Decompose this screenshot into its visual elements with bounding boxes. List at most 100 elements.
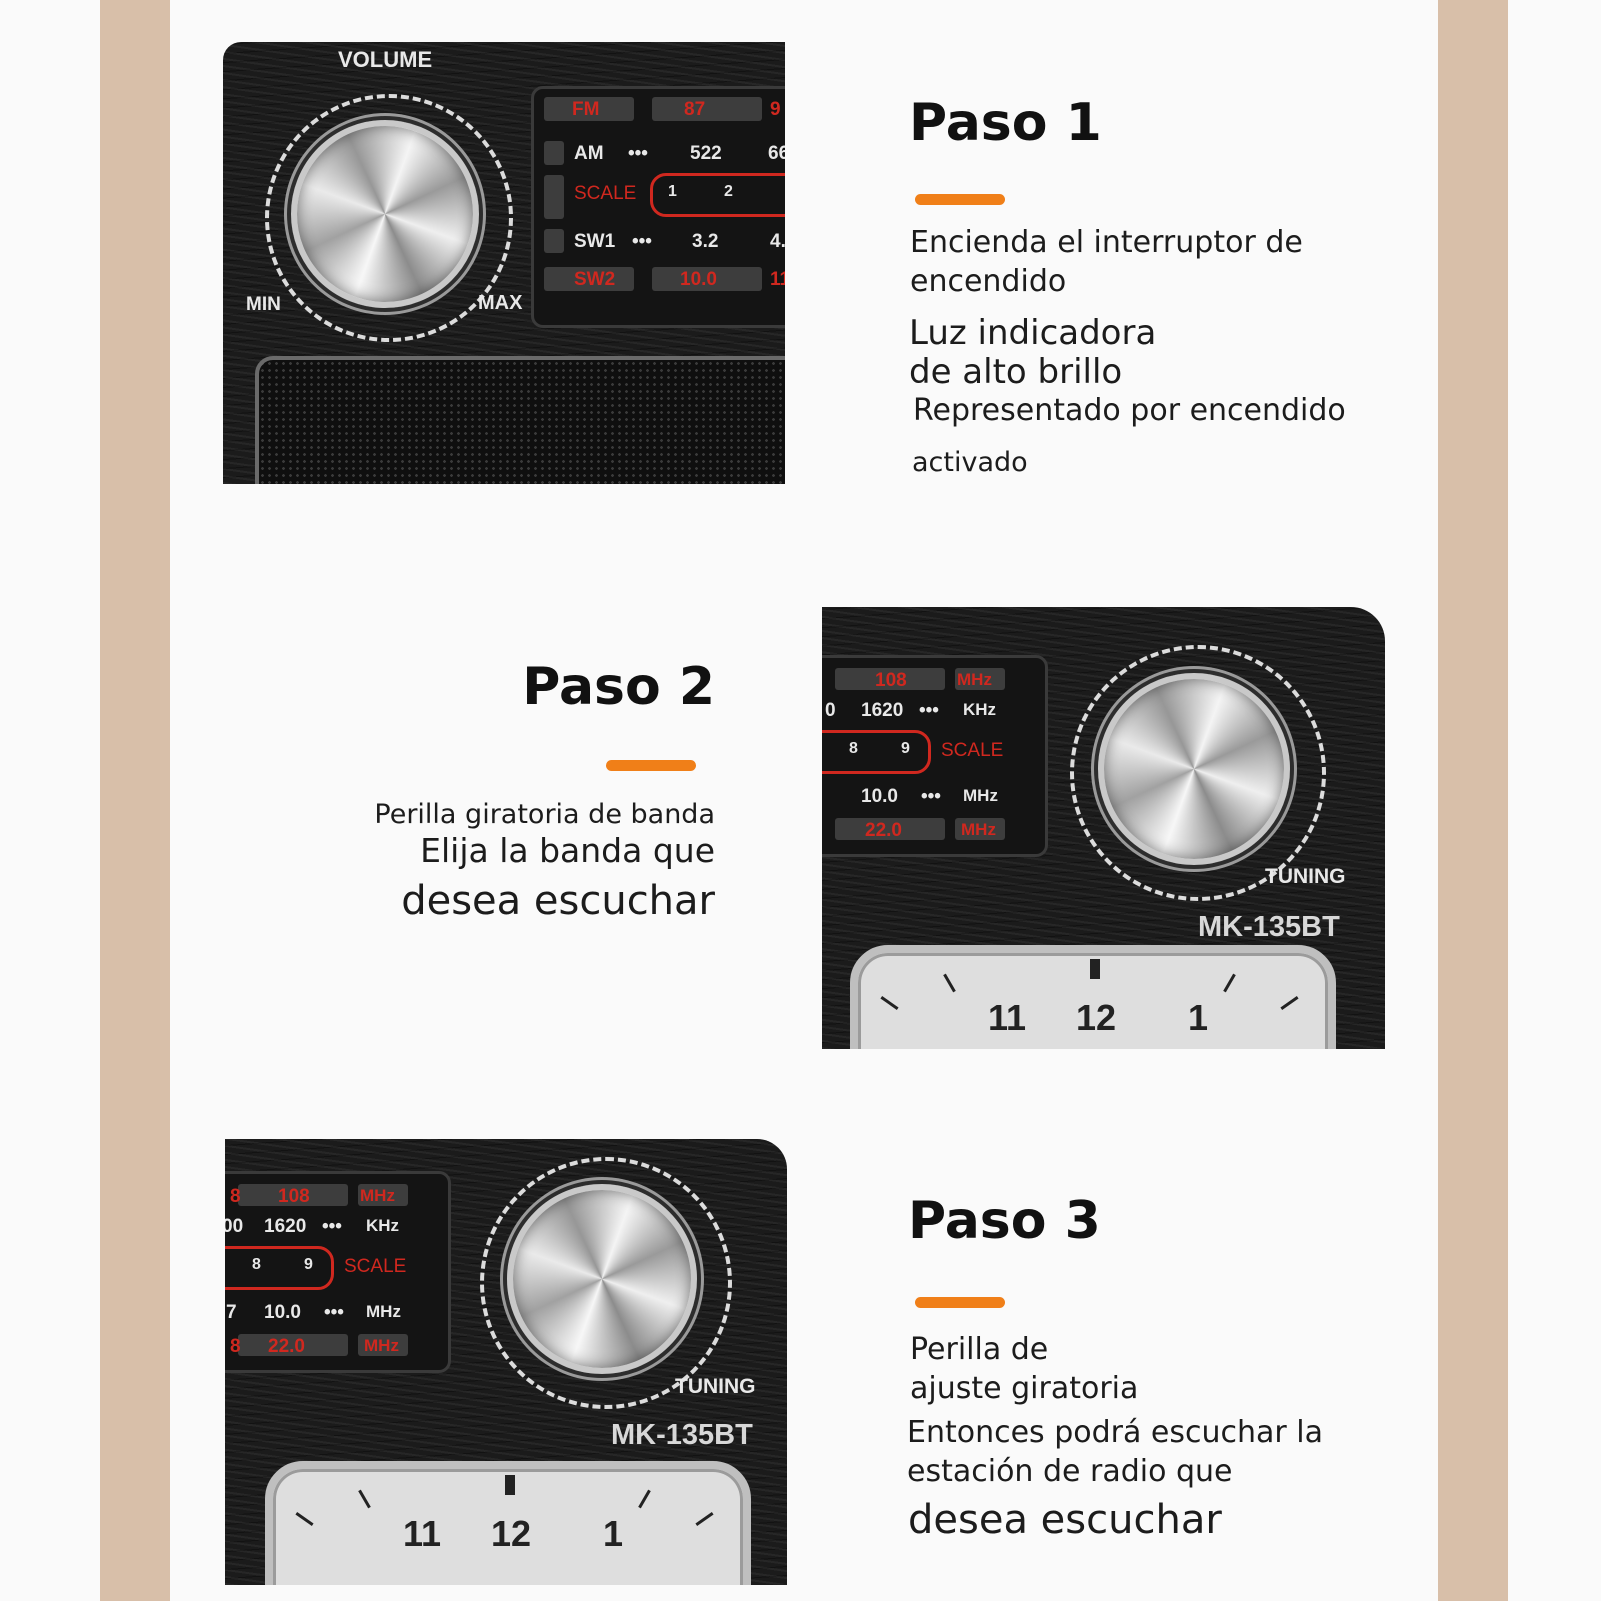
volume-label: VOLUME	[338, 47, 433, 72]
scale2-mhz-bottom: MHz	[961, 820, 996, 839]
step-2-line-1: Perilla giratoria de banda	[374, 799, 715, 830]
scale3-dots-2: •••	[324, 1302, 344, 1323]
scale-sw2: SW2	[574, 269, 616, 290]
step-3-line-2: ajuste giratoria	[910, 1371, 1139, 1406]
scale2-22: 22.0	[865, 820, 902, 841]
scale3-108: 108	[278, 1186, 310, 1207]
scale2-mhz-top: MHz	[957, 670, 992, 689]
step-2-accent-bar	[606, 760, 696, 771]
scale2-scale: SCALE	[941, 740, 1004, 761]
scale-1: 1	[668, 183, 677, 200]
scale2-pointer-window	[822, 730, 931, 774]
step-3-accent-bar	[915, 1297, 1005, 1308]
step-2-line-3: desea escuchar	[401, 878, 715, 924]
scale-sw2-10: 10.0	[680, 269, 717, 290]
volume-dial-ring	[265, 94, 513, 342]
scale3-1620: 1620	[264, 1216, 307, 1237]
scale3-khz: KHz	[366, 1216, 400, 1235]
scale-2: 2	[724, 183, 733, 200]
band-scale-display-2: 108 MHz 0 1620 ••• KHz 8 9 SCALE 10.0 ••…	[822, 655, 1048, 857]
step-1-line-6: activado	[912, 447, 1028, 478]
scale-fm-9: 9	[770, 99, 781, 120]
scale-sw1-4: 4.	[770, 231, 785, 252]
clock-12-2: 12	[1076, 997, 1117, 1038]
tuning-label-2: TUNING	[1265, 865, 1346, 888]
step-2-line-2: Elija la banda que	[420, 831, 715, 870]
left-decor-stripe	[100, 0, 170, 1601]
scale3-mhz-bottom: MHz	[364, 1336, 399, 1355]
tuning-knob-3	[507, 1184, 697, 1374]
scale2-108: 108	[875, 670, 907, 691]
scale-pointer-window	[650, 173, 785, 217]
scale2-1620: 1620	[861, 700, 904, 721]
scale3-8-top: 8	[230, 1186, 241, 1207]
scale-fm-87: 87	[684, 99, 706, 120]
scale2-khz: KHz	[963, 700, 997, 719]
clock-11-3: 11	[403, 1513, 442, 1554]
band-scale-display: FM 87 9 AM ••• 522 66 SCALE 1 2 SW1 ••• …	[531, 86, 785, 328]
scale3-mhz: MHz	[366, 1302, 401, 1321]
scale-am: AM	[574, 143, 604, 164]
clock-1-3: 1	[603, 1513, 624, 1554]
scale3-9: 9	[304, 1256, 313, 1273]
radio-tuning-photo-3: 8 108 MHz 00 1620 ••• KHz 8 9 SCALE 7 10…	[225, 1139, 787, 1585]
scale3-7: 7	[226, 1302, 237, 1323]
band-scale-display-3: 8 108 MHz 00 1620 ••• KHz 8 9 SCALE 7 10…	[225, 1171, 451, 1373]
step-1-title: Paso 1	[909, 93, 1102, 153]
step-3-line-3: Entonces podrá escuchar la	[907, 1415, 1323, 1450]
step-1-line-3: Luz indicadora	[909, 313, 1157, 353]
max-label: MAX	[478, 292, 523, 314]
scale2-mhz: MHz	[963, 786, 998, 805]
scale-sw2-11: 11	[770, 269, 785, 290]
tuning-knob-2	[1098, 673, 1290, 865]
step-2-title: Paso 2	[522, 657, 715, 717]
scale-am-522: 522	[690, 143, 722, 164]
step-3-line-4: estación de radio que	[907, 1454, 1233, 1489]
tuning-dial-ring-2	[1070, 645, 1326, 901]
scale2-8: 8	[849, 740, 858, 757]
tuning-dial-ring-3	[480, 1157, 732, 1409]
clock-12-3: 12	[491, 1513, 532, 1554]
step-1-accent-bar	[915, 194, 1005, 205]
step-3-line-1: Perilla de	[910, 1332, 1049, 1367]
clock-1-2: 1	[1188, 997, 1209, 1038]
scale3-dots-1: •••	[322, 1216, 342, 1237]
scale-sw1-dots: •••	[632, 231, 652, 252]
scale-sw1: SW1	[574, 231, 616, 252]
clock-face-3: 11 12 1	[265, 1461, 751, 1585]
scale3-mhz-top: MHz	[360, 1186, 395, 1205]
speaker-grill	[255, 356, 785, 484]
radio-volume-photo: VOLUME MIN MAX FM 87 9 AM ••• 522 66 SCA…	[223, 42, 785, 484]
scale-label: SCALE	[574, 183, 637, 204]
volume-knob	[291, 120, 479, 308]
step-1-line-1: Encienda el interruptor de	[910, 225, 1303, 260]
step-1-line-2: encendido	[910, 264, 1067, 299]
scale2-9: 9	[901, 740, 910, 757]
radio-tuning-photo-2: 108 MHz 0 1620 ••• KHz 8 9 SCALE 10.0 ••…	[822, 607, 1385, 1049]
model-label-3: MK-135BT	[611, 1419, 753, 1451]
scale2-0: 0	[825, 700, 836, 721]
tuning-label-3: TUNING	[675, 1375, 756, 1398]
clock-11-2: 11	[988, 997, 1027, 1038]
scale3-00: 00	[225, 1216, 244, 1237]
scale2-dots-2: •••	[921, 786, 941, 807]
scale3-pointer-window	[225, 1246, 334, 1290]
scale2-dots-1: •••	[919, 700, 939, 721]
right-decor-stripe	[1438, 0, 1508, 1601]
clock-face-2: 11 12 1	[850, 945, 1336, 1049]
step-3-line-5: desea escuchar	[908, 1497, 1222, 1543]
scale-am-dots: •••	[628, 143, 648, 164]
scale-am-66: 66	[768, 143, 785, 164]
step-1-line-4: de alto brillo	[909, 352, 1123, 392]
scale2-10: 10.0	[861, 786, 898, 807]
min-label: MIN	[246, 294, 281, 315]
scale3-scale: SCALE	[344, 1256, 407, 1277]
scale-fm: FM	[572, 99, 600, 120]
scale3-8: 8	[252, 1256, 261, 1273]
scale3-22: 22.0	[268, 1336, 305, 1357]
scale3-8-bottom: 8	[230, 1336, 241, 1357]
scale-sw1-3-2: 3.2	[692, 231, 719, 252]
model-label-2: MK-135BT	[1198, 911, 1340, 943]
step-1-line-5: Representado por encendido	[913, 393, 1346, 428]
scale3-10: 10.0	[264, 1302, 301, 1323]
